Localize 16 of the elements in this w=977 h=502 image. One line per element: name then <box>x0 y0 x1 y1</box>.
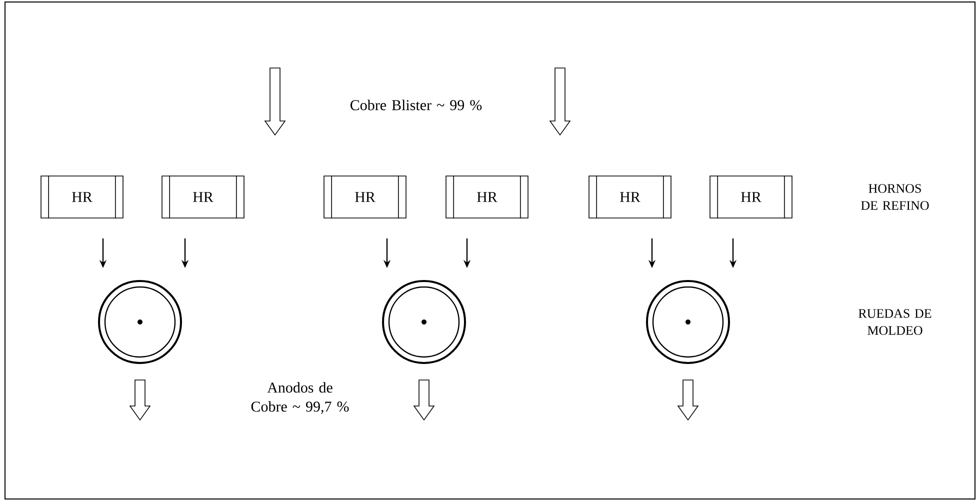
output-arrow <box>413 380 435 421</box>
furnace-box: HR <box>40 175 124 219</box>
furnace-box: HR <box>710 175 792 219</box>
output-arrow <box>129 380 151 421</box>
source-label: Cobre Blister ~ 99 % <box>350 100 482 110</box>
wheel <box>382 280 466 364</box>
wheel <box>646 280 730 364</box>
furnace-box: HR <box>588 175 672 219</box>
furnace-box: HR <box>162 175 244 219</box>
furnace-box: HR <box>324 175 406 219</box>
wheel-row-label: RUEDAS DE MOLDEO <box>858 309 932 335</box>
wheel <box>98 280 182 364</box>
furnace-box: HR <box>446 175 528 219</box>
furnace-row-label: HORNOS DE REFINO <box>861 184 929 210</box>
product-label: Anodos de Cobre ~ 99,7 % <box>251 382 349 414</box>
output-arrow <box>677 380 699 421</box>
